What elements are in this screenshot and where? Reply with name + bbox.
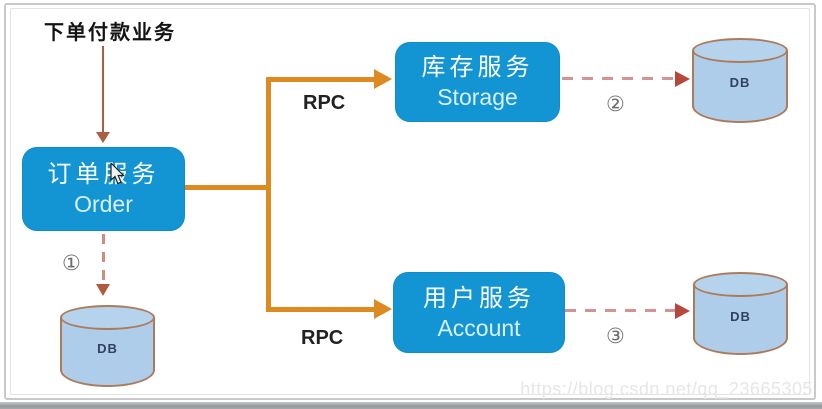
storage-service-name-en: Storage	[437, 84, 518, 111]
entry-arrow-line	[102, 46, 104, 133]
step-badge-1: ①	[62, 251, 81, 275]
order-db-cylinder: DB	[60, 305, 155, 387]
account-service-name-zh: 用户服务	[423, 284, 535, 312]
account-db-top	[693, 272, 788, 297]
step-badge-3: ③	[606, 324, 625, 348]
order-db-label: DB	[97, 341, 118, 357]
mouse-cursor-icon	[110, 163, 125, 185]
dashed-arrowhead-storage-db-icon	[675, 71, 690, 87]
rpc-line-trunk	[266, 77, 271, 312]
rpc-arrowhead-account-icon	[374, 299, 392, 319]
storage-service-name-zh: 库存服务	[421, 54, 534, 82]
storage-service-node: 库存服务 Storage	[395, 42, 560, 122]
rpc-label-bottom: RPC	[301, 327, 344, 349]
slide-frame-inner	[10, 8, 810, 395]
storage-db-top	[692, 38, 788, 63]
dashed-arrowhead-account-db-icon	[675, 303, 690, 319]
account-service-node: 用户服务 Account	[393, 272, 565, 353]
rpc-line-to-account	[266, 307, 376, 312]
entry-arrowhead-icon	[96, 132, 110, 143]
order-db-top	[60, 305, 155, 330]
account-db-cylinder: DB	[693, 272, 788, 355]
account-service-name-en: Account	[437, 314, 521, 341]
rpc-label-top: RPC	[303, 92, 346, 114]
rpc-arrowhead-storage-icon	[374, 69, 392, 89]
bottom-edge-bar	[0, 402, 822, 409]
dashed-line-account-db	[565, 309, 677, 312]
account-db-label: DB	[730, 308, 751, 324]
watermark-text: https://blog.csdn.net/qq_23665305	[520, 379, 813, 399]
storage-db-label: DB	[729, 75, 751, 91]
diagram-title: 下单付款业务	[44, 20, 176, 44]
dashed-line-storage-db	[562, 77, 677, 80]
storage-db-cylinder: DB	[692, 38, 788, 123]
order-service-node: 订单服务 Order	[22, 147, 185, 231]
rpc-line-to-storage	[266, 77, 376, 82]
dashed-arrowhead-order-db-icon	[96, 284, 110, 296]
slide-frame-outer	[4, 3, 816, 400]
order-service-name-zh: 订单服务	[47, 161, 160, 189]
dashed-line-order-db	[102, 234, 105, 284]
rpc-line-from-order	[185, 185, 270, 190]
step-badge-2: ②	[606, 92, 625, 116]
order-service-name-en: Order	[74, 191, 133, 218]
